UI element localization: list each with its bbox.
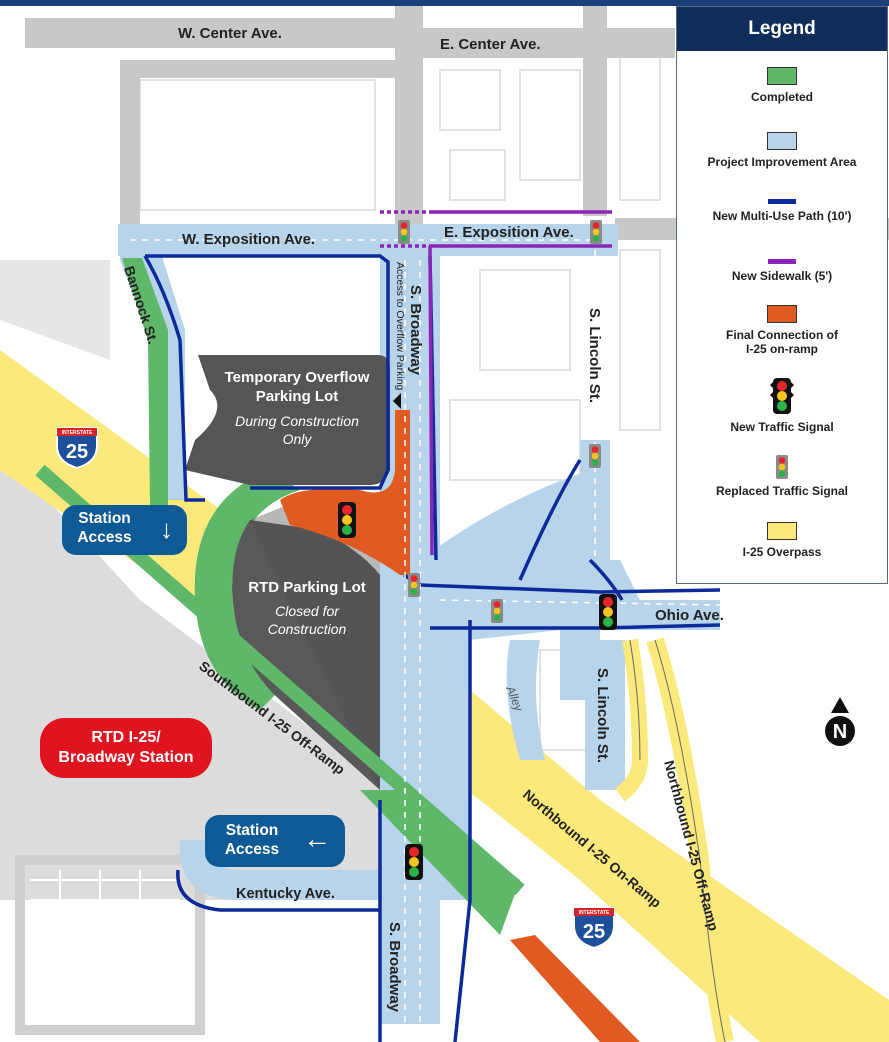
svg-text:25: 25 [583, 921, 605, 943]
temp-lot-note-line1: During Construction [235, 413, 359, 429]
arrow-left-icon: ← [303, 823, 331, 854]
traffic-signal-icon [770, 378, 794, 414]
legend-label: Completed [750, 90, 813, 104]
legend-item-new-signal: New Traffic Signal [677, 377, 887, 434]
legend-swatch-overpass [767, 522, 797, 540]
legend-swatch-completed [767, 67, 797, 85]
w-center-ave-label: W. Center Ave. [178, 25, 282, 42]
legend-label: I-25 Overpass [742, 545, 822, 559]
s-lincoln-st-north-label: S. Lincoln St. [586, 308, 603, 403]
svg-text:INTERSTATE: INTERSTATE [62, 430, 93, 436]
legend-swatch-multi-use-path [768, 199, 796, 204]
temp-lot-title-line1: Temporary Overflow [225, 369, 370, 386]
interstate-shield-icon: INTERSTATE 25 [56, 427, 98, 470]
rtd-lot-note-line2: Construction [268, 621, 347, 637]
multi-use-paths [143, 254, 721, 1042]
rtd-lot-title: RTD Parking Lot [248, 579, 366, 596]
legend-swatch-sidewalk [768, 259, 796, 264]
legend-title: Legend [677, 7, 887, 51]
legend-label: New Multi-Use Path (10') [712, 209, 852, 223]
station-access-1-line2: Access [77, 529, 132, 546]
station-access-2-line1: Station [225, 822, 279, 839]
parking-rows [30, 870, 180, 1000]
legend-label: Replaced Traffic Signal [715, 484, 849, 498]
legend-item-overpass: I-25 Overpass [677, 522, 887, 559]
kentucky-ave-label: Kentucky Ave. [236, 886, 335, 902]
new-sidewalks [380, 210, 612, 556]
station-access-1-line1: Station [78, 510, 131, 527]
station-name-line2: Broadway Station [58, 749, 194, 766]
svg-text:N: N [833, 721, 847, 743]
station-area [0, 470, 380, 900]
s-lincoln-st-south-label: S. Lincoln St. [594, 668, 611, 763]
station-access-callout-2: Station Access ← [205, 815, 345, 867]
s-broadway-south-label: S. Broadway [386, 922, 403, 1013]
e-center-ave-label: E. Center Ave. [440, 36, 541, 53]
north-arrow-icon: N [825, 697, 855, 746]
ohio-ave-label: Ohio Ave. [655, 607, 724, 624]
overflow-access-label: Access to Overflow Parking [394, 262, 406, 391]
legend-item-replaced-signal: Replaced Traffic Signal [677, 455, 887, 498]
legend-item-multi-use-path: New Multi-Use Path (10') [677, 199, 887, 223]
temp-lot-note-line2: Only [283, 431, 313, 447]
station-access-callout-1: Station Access ↓ [62, 505, 187, 555]
rtd-station-callout: RTD I-25/ Broadway Station [40, 718, 212, 778]
svg-text:INTERSTATE: INTERSTATE [579, 910, 610, 916]
legend-label: New Traffic Signal [730, 420, 834, 434]
legend-item-completed: Completed [677, 67, 887, 104]
rtd-lot-note-line1: Closed for [275, 603, 340, 619]
legend-label: Final Connection of I-25 on-ramp [726, 328, 838, 356]
legend-swatch-final-connection [767, 305, 797, 323]
w-exposition-ave-label: W. Exposition Ave. [182, 231, 315, 248]
legend-label: New Sidewalk (5') [731, 269, 833, 283]
e-exposition-ave-label: E. Exposition Ave. [444, 224, 574, 241]
station-name-line1: RTD I-25/ [91, 729, 161, 746]
temp-lot-title-line2: Parking Lot [256, 388, 339, 405]
legend-label: Project Improvement Area [707, 155, 857, 169]
legend-item-final-connection: Final Connection of I-25 on-ramp [677, 305, 887, 356]
svg-text:25: 25 [66, 441, 88, 463]
legend-item-sidewalk: New Sidewalk (5') [677, 259, 887, 283]
legend-item-improvement: Project Improvement Area [677, 132, 887, 169]
rtd-parking-lot [232, 520, 380, 790]
s-broadway-label: S. Broadway [407, 285, 424, 376]
station-access-2-line2: Access [224, 841, 280, 858]
arrow-down-icon: ↓ [160, 514, 173, 544]
completed-areas [122, 258, 520, 935]
final-connection-onramp [280, 410, 410, 575]
traffic-signal-small-icon [776, 455, 788, 479]
interstate-shield-icon: INTERSTATE 25 [573, 907, 615, 950]
temp-overflow-lot [185, 355, 390, 485]
legend-swatch-improvement [767, 132, 797, 150]
legend-panel: Legend Completed Project Improvement Are… [676, 6, 888, 584]
